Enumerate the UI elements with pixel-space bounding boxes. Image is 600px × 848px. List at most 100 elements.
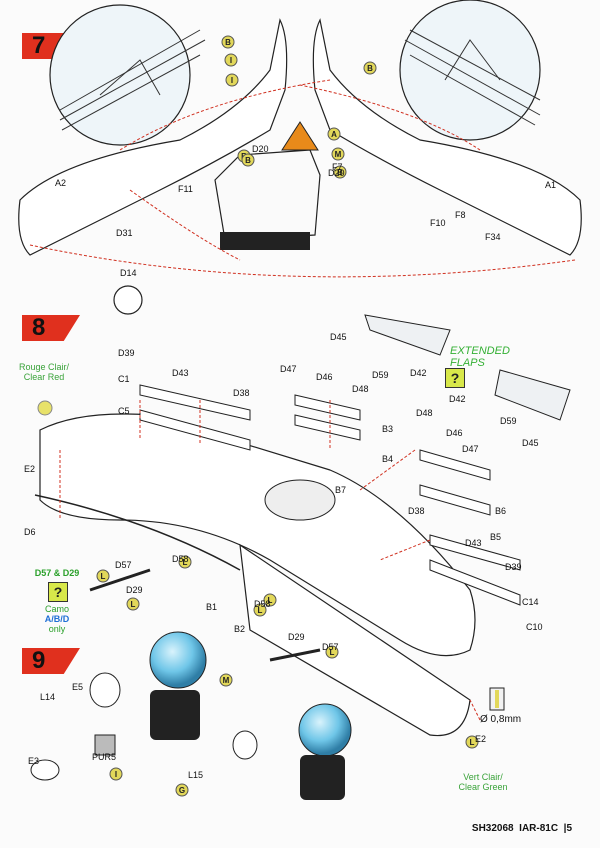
step-8-marker: 8 <box>22 315 80 341</box>
step7-paint-code: B <box>221 35 235 49</box>
step7-part-label: F8 <box>455 210 466 220</box>
step8-part-label: D48 <box>352 384 369 394</box>
step8-part-label: B2 <box>234 624 245 634</box>
step8-paint-code: L <box>325 645 339 659</box>
step8-part-label: D46 <box>446 428 463 438</box>
step9-paint-code: G <box>175 783 189 797</box>
step7-part-label: D20 <box>328 168 345 178</box>
vert-clair-note: Vert Clair/ Clear Green <box>458 772 508 792</box>
step7-paint-code: I <box>225 73 239 87</box>
step7-part-label: A2 <box>55 178 66 188</box>
step7-part-label: D31 <box>116 228 133 238</box>
canopy-2 <box>298 703 352 757</box>
step8-part-label: D58 <box>254 599 271 609</box>
svg-text:L: L <box>470 738 475 747</box>
svg-text:L: L <box>101 572 106 581</box>
step9-part-label: PUR5 <box>92 752 116 762</box>
cockpit-tub <box>214 149 321 241</box>
step7-paint-code: M <box>331 147 345 161</box>
clear-red-paint-dot <box>37 400 53 416</box>
svg-text:B: B <box>225 38 231 47</box>
cockpit-floor <box>220 232 310 250</box>
svg-text:G: G <box>179 786 185 795</box>
step8-part-label: D38 <box>233 388 250 398</box>
step9-paint-code: L <box>465 735 479 749</box>
camo-line-1: Camo <box>44 604 69 614</box>
svg-text:M: M <box>335 150 342 159</box>
step9-part-label: E3 <box>28 756 39 766</box>
step8-part-label: B3 <box>382 424 393 434</box>
step9-part-label: L15 <box>188 770 203 780</box>
svg-text:L: L <box>268 596 273 605</box>
step8-part-label: C1 <box>118 374 130 384</box>
step8-part-label: D48 <box>416 408 433 418</box>
step7-part-label: F34 <box>485 232 501 242</box>
rouge-clair-note: Rouge Clair/ Clear Red <box>18 362 70 382</box>
step8-part-label: D59 <box>372 370 389 380</box>
step7-paint-code: I <box>224 53 238 67</box>
step8-part-label: D58 <box>172 554 189 564</box>
step9-part-label: E5 <box>72 682 83 692</box>
product-code: SH32068 <box>471 823 514 834</box>
part-l15-assembly <box>232 730 258 760</box>
step7-part-label: F11 <box>178 184 193 194</box>
page-footer: SH32068 IAR-81C |5 <box>471 823 572 834</box>
step7-paint-code: A <box>327 127 341 141</box>
step7-part-label: F10 <box>430 218 446 228</box>
part-e5 <box>89 672 121 708</box>
wing-half-a1 <box>312 18 582 256</box>
step8-paint-code: L <box>96 569 110 583</box>
camo-question-icon: ? <box>48 582 68 602</box>
part-f7-orange <box>281 121 319 151</box>
step7-paint-code: B <box>333 165 347 179</box>
step8-paint-code: L <box>263 593 277 607</box>
step8-part-label: B5 <box>490 532 501 542</box>
step9-part-label: L14 <box>40 692 55 702</box>
svg-text:L: L <box>183 558 188 567</box>
step7-part-label: D14 <box>120 268 137 278</box>
step8-part-label: D43 <box>465 538 482 548</box>
step7-part-label: A1 <box>545 180 556 190</box>
step8-part-label: D6 <box>24 527 36 537</box>
step-7-number: 7 <box>32 32 46 59</box>
step-9-number: 9 <box>32 647 46 674</box>
step8-part-label: D39 <box>118 348 135 358</box>
camo-note: Camo A/B/D only <box>22 604 92 634</box>
extended-flap-right <box>494 369 571 421</box>
step8-part-label: D43 <box>172 368 189 378</box>
step8-part-label: E2 <box>24 464 35 474</box>
svg-text:L: L <box>330 648 335 657</box>
svg-text:B: B <box>245 156 251 165</box>
part-e3 <box>30 759 60 781</box>
step8-part-label: D42 <box>410 368 427 378</box>
step8-paint-code: L <box>178 555 192 569</box>
part-d14-wheel <box>113 285 143 315</box>
step7-paint-code: B <box>241 153 255 167</box>
step9-paint-code: M <box>219 673 233 687</box>
step8-part-label: D42 <box>449 394 466 404</box>
svg-text:L: L <box>131 600 136 609</box>
detail-circle-left <box>49 4 191 146</box>
step8-paint-code: L <box>253 603 267 617</box>
step7-paint-code: B <box>363 61 377 75</box>
model-name: IAR-81C <box>519 823 559 834</box>
step8-part-label: D59 <box>500 416 517 426</box>
wing-b1-b2 <box>239 543 471 737</box>
svg-text:I: I <box>115 770 117 779</box>
step8-part-label: D39 <box>505 562 522 572</box>
extended-flaps-note: EXTENDED FLAPS <box>450 345 510 369</box>
part-pur5 <box>94 734 116 756</box>
part-d6-rod <box>34 494 241 571</box>
step8-part-label: D38 <box>408 506 425 516</box>
extended-flap-left <box>364 314 451 356</box>
step8-part-label: D47 <box>462 444 479 454</box>
step8-part-label: D57 <box>115 560 132 570</box>
part-d57-rod <box>89 568 151 592</box>
page-number: 5 <box>566 823 572 834</box>
step9-paint-code: I <box>109 767 123 781</box>
step-8-number: 8 <box>32 314 46 341</box>
step8-part-label: B1 <box>206 602 217 612</box>
step7-part-label: F7 <box>332 162 343 172</box>
camo-line-3: only <box>48 624 66 634</box>
